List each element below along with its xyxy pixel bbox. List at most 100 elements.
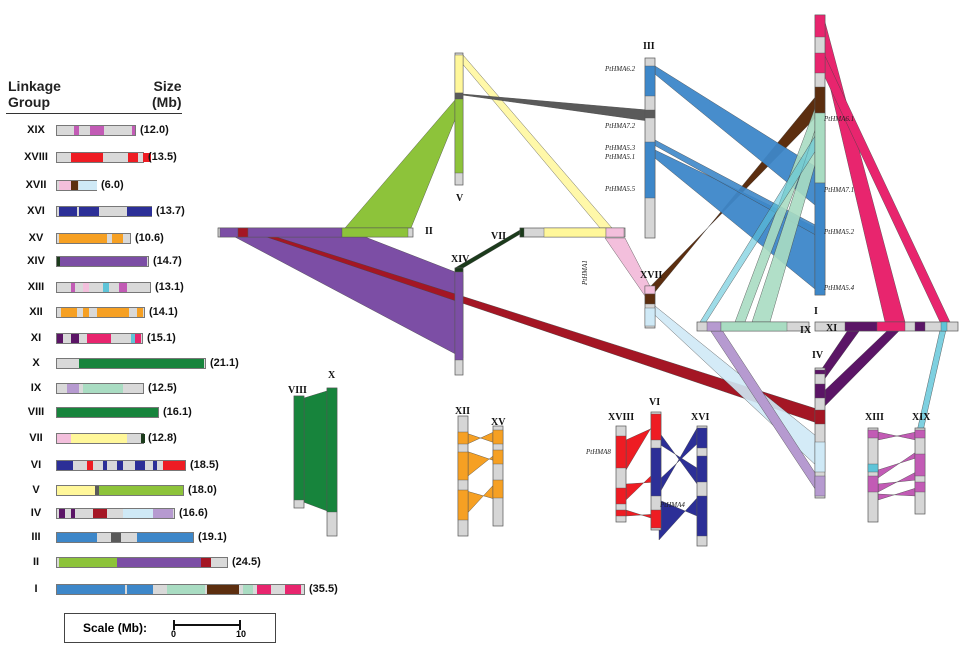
ribbon-XVII-I <box>644 89 822 293</box>
linkage-group-name: II <box>32 556 40 568</box>
chromosome-I <box>814 14 826 296</box>
linkage-group-size: (10.6) <box>135 232 164 244</box>
ribbon-XII-XV-b <box>462 449 499 481</box>
linkage-group-name: XIII <box>27 281 45 293</box>
linkage-group-name: V <box>32 484 40 496</box>
linkage-group-bar <box>56 584 305 595</box>
linkage-group-name: XII <box>29 306 43 318</box>
linkage-group-size: (19.1) <box>198 531 227 543</box>
bar-segment <box>141 434 145 443</box>
linkage-group-size: (13.5) <box>148 151 177 163</box>
ribbon-II-IV <box>239 227 821 425</box>
ribbon-IX-IV <box>709 329 822 499</box>
linkage-group-bar <box>56 508 175 519</box>
chromosome-IV <box>814 367 826 499</box>
chromosome-XIII <box>867 427 879 523</box>
linkage-group-bar <box>56 256 149 267</box>
bar-segment <box>59 234 107 243</box>
bar-segment <box>119 283 127 292</box>
ribbon-I-IX-b <box>751 129 826 323</box>
bar-segment <box>132 126 135 135</box>
chromosome-XII <box>457 415 469 537</box>
ribbon-III-I-b <box>644 149 822 295</box>
ribbon-III-I-c <box>644 139 822 239</box>
label-VII: VII <box>491 231 506 242</box>
gene-hma72: PtHMA7.2 <box>604 122 636 130</box>
gene-hma55: PtHMA5.5 <box>604 185 636 193</box>
chromosome-VIII <box>293 395 305 509</box>
linkage-group-name: VIII <box>27 406 45 418</box>
bar-segment <box>90 126 104 135</box>
bar-segment <box>59 207 77 216</box>
chromosome-XVIII <box>615 425 627 523</box>
linkage-group-size: (18.5) <box>190 459 219 471</box>
linkage-group-name: XVII <box>25 179 47 191</box>
ribbon-V-III <box>454 93 649 122</box>
linkage-group-name: III <box>31 531 41 543</box>
scale-min: 0 <box>171 629 177 639</box>
ribbon-XII-XV-c <box>462 479 499 519</box>
ribbon-I-IX-c <box>699 135 826 323</box>
bar-segment <box>99 486 183 495</box>
ribbon-XIII-XIX-a <box>877 431 917 441</box>
bar-segment <box>137 533 193 542</box>
gene-hma53: PtHMA5.3 <box>604 144 636 152</box>
ribbon-VI-XVI-a <box>658 431 698 485</box>
linkage-group-bar <box>56 532 194 543</box>
ribbon-XIV-VII <box>454 229 528 269</box>
bar-segment <box>97 308 129 317</box>
bar-segment <box>67 384 79 393</box>
scale-label: Scale (Mb): <box>83 621 148 635</box>
bar-segment <box>117 461 123 470</box>
bar-segment <box>57 408 158 417</box>
bar-segment <box>57 486 95 495</box>
linkage-group-size: (14.7) <box>153 255 182 267</box>
bar-segment <box>57 434 71 443</box>
chromosome-XV <box>492 425 504 527</box>
scale-box: Scale (Mb): 0 10 <box>64 613 276 643</box>
chromosome-labels: V II VII XIV III XVII I IX XI IV VIII X … <box>288 41 931 428</box>
ribbon-XIII-XIX-b <box>877 451 917 479</box>
chromosome-IX <box>696 321 810 332</box>
linkage-group-size: (13.7) <box>156 205 185 217</box>
scale-bar <box>173 620 241 630</box>
label-IX: IX <box>800 325 812 336</box>
linkage-group-size: (15.1) <box>147 332 176 344</box>
linkage-group-name: IV <box>30 507 42 519</box>
bar-segment <box>153 509 173 518</box>
linkage-group-size: (12.5) <box>148 382 177 394</box>
bar-segment <box>111 533 121 542</box>
ribbon-XI-XIX <box>914 329 947 441</box>
bar-segment <box>163 461 185 470</box>
linkage-group-bar <box>56 152 151 163</box>
linkage-group-name: XIX <box>27 124 45 136</box>
linkage-group-size: (16.1) <box>163 406 192 418</box>
label-XVIII: XVIII <box>608 412 634 423</box>
bar-segment <box>61 308 77 317</box>
bar-segment <box>93 509 107 518</box>
bar-segment <box>59 181 71 190</box>
chromosome-II <box>217 227 414 238</box>
linkage-group-size: (16.6) <box>179 507 208 519</box>
ribbon-I-IX-a <box>734 107 826 323</box>
bar-segment <box>128 153 138 162</box>
size-header: Size (Mb) <box>152 78 182 110</box>
linkage-group-bar <box>56 383 144 394</box>
bar-segment <box>243 585 253 594</box>
ribbon-XVII-IV <box>644 305 822 471</box>
linkage-group-name: IX <box>30 382 42 394</box>
linkage-group-size: (24.5) <box>232 556 261 568</box>
gene-hma54: PtHMA5.4 <box>823 284 855 292</box>
ribbon-VI-XVI-b <box>658 427 698 495</box>
bar-segment <box>127 207 152 216</box>
bar-segment <box>87 334 111 343</box>
linkage-group-name: XVI <box>27 205 45 217</box>
bar-segment <box>153 461 157 470</box>
bar-segment <box>83 384 123 393</box>
bar-segment <box>59 558 117 567</box>
gene-hma8: PtHMA8 <box>585 448 611 456</box>
linkage-group-name: VI <box>30 459 42 471</box>
ribbons <box>217 21 951 541</box>
linkage-group-bar <box>56 206 152 217</box>
